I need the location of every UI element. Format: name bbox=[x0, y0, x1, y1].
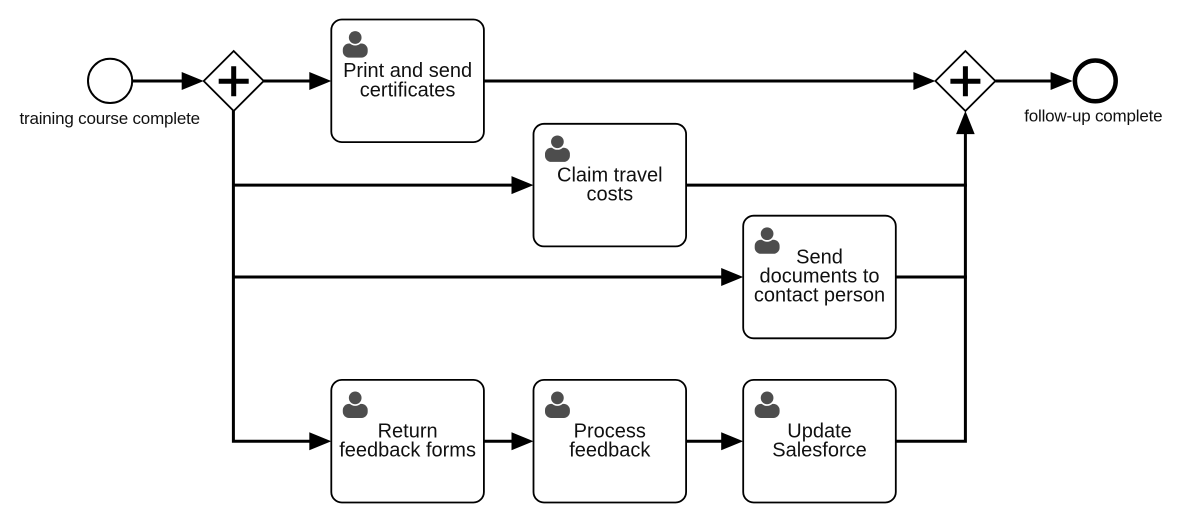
svg-text:certificates: certificates bbox=[360, 79, 456, 101]
svg-text:follow-up complete: follow-up complete bbox=[1024, 107, 1162, 126]
svg-text:documents to: documents to bbox=[759, 265, 879, 287]
svg-text:Update: Update bbox=[787, 421, 852, 443]
svg-text:Salesforce: Salesforce bbox=[772, 440, 867, 462]
svg-text:feedback forms: feedback forms bbox=[339, 440, 476, 462]
svg-text:training course complete: training course complete bbox=[19, 109, 199, 128]
svg-text:Return: Return bbox=[378, 421, 438, 443]
svg-text:Print and send: Print and send bbox=[343, 60, 472, 82]
svg-text:contact person: contact person bbox=[754, 285, 885, 307]
svg-text:feedback: feedback bbox=[569, 440, 651, 462]
svg-text:Claim travel: Claim travel bbox=[557, 165, 663, 187]
svg-text:costs: costs bbox=[586, 184, 633, 206]
svg-text:Process: Process bbox=[574, 421, 646, 443]
svg-text:Send: Send bbox=[796, 246, 843, 268]
